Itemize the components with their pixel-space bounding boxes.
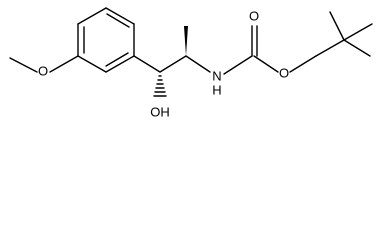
ester-oxygen-label: O — [279, 65, 289, 80]
carbamate-group — [223, 25, 317, 75]
carbinol-to-alpha-carbon-bond — [159, 55, 187, 73]
ring-bond — [77, 7, 107, 25]
amide-nitrogen-label: N — [212, 68, 221, 83]
ring-bond — [105, 55, 135, 73]
ring-bond — [77, 55, 107, 73]
ring-to-carbinol-bond — [133, 55, 161, 73]
backbone — [133, 26, 211, 73]
n-to-carbonyl-bond — [223, 55, 253, 75]
amide-hydrogen-label: H — [212, 82, 221, 97]
ring-double-bond — [106, 13, 130, 28]
tbutyl-methyl-bond — [329, 11, 345, 41]
benzene-ring — [77, 7, 135, 73]
methyl-wedge-bond — [184, 26, 188, 56]
structure-canvas: O OH N H O O — [9, 7, 373, 119]
tbutyl-branch-bond — [315, 39, 345, 57]
ring-double-bond — [105, 52, 129, 67]
o-methyl-bond — [9, 57, 38, 73]
methoxy-group: O — [9, 55, 79, 78]
tbutyl-methyl-bond — [343, 23, 373, 41]
chemical-structure: O OH N H O O — [9, 7, 373, 119]
methoxy-oxygen-label: O — [38, 63, 48, 78]
hydroxyl-hashed-bond — [153, 75, 167, 97]
ring-bond — [105, 7, 135, 25]
tbutyl-methyl-bond — [343, 39, 371, 57]
hydroxyl-label: OH — [150, 104, 170, 119]
aryl-o-bond — [49, 55, 79, 73]
alpha-carbon-to-n-bond — [185, 55, 211, 73]
carbonyl-oxygen-label: O — [249, 8, 259, 23]
ester-o-to-tbutyl-bond — [289, 55, 317, 73]
carbonyl-to-ester-o-bond — [253, 55, 279, 73]
tert-butyl-group — [315, 11, 373, 57]
